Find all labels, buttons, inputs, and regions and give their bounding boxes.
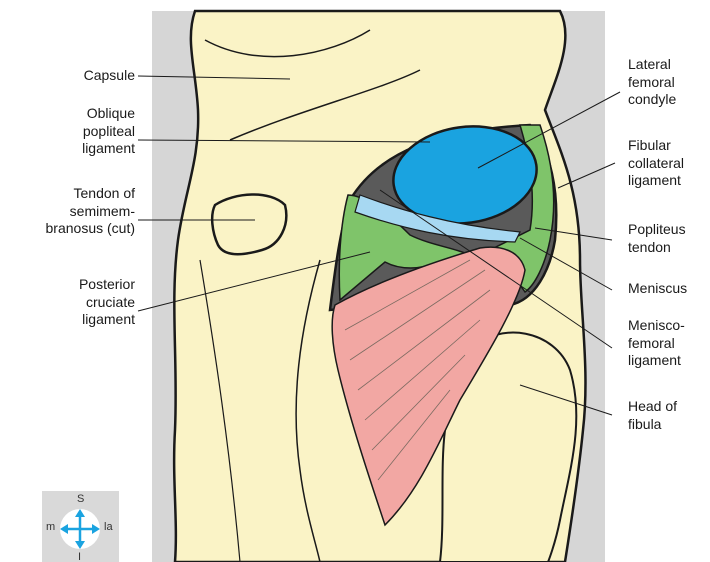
label-oblique-popliteal-ligament: Oblique popliteal ligament — [40, 105, 135, 158]
compass-lateral: la — [104, 521, 113, 533]
label-fibular-collateral-ligament: Fibular collateral ligament — [628, 137, 684, 190]
label-posterior-cruciate-ligament: Posterior cruciate ligament — [40, 276, 135, 329]
orientation-compass: S I m la — [42, 491, 119, 562]
compass-superior: S — [77, 493, 84, 505]
label-popliteus-tendon: Popliteus tendon — [628, 221, 686, 256]
label-meniscofemoral-ligament: Menisco- femoral ligament — [628, 317, 685, 370]
compass-inferior: I — [78, 551, 81, 562]
label-tendon-semimembranosus: Tendon of semimem- branosus (cut) — [20, 185, 135, 238]
label-head-of-fibula: Head of fibula — [628, 398, 677, 433]
label-capsule: Capsule — [58, 67, 135, 85]
compass-medial: m — [46, 521, 55, 533]
label-meniscus: Meniscus — [628, 280, 687, 298]
label-lateral-femoral-condyle: Lateral femoral condyle — [628, 56, 676, 109]
